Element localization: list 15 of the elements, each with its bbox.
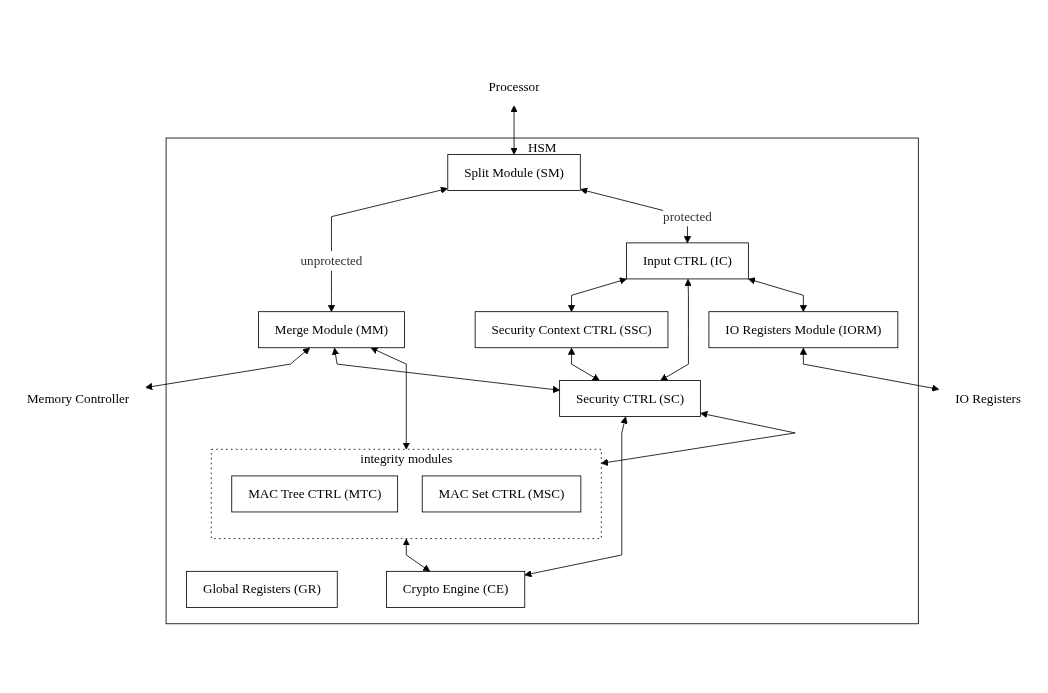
- node-text: Memory Controller: [26, 391, 130, 406]
- node-box: Input CTRL (IC): [626, 242, 749, 280]
- node-box: MAC Set CTRL (MSC): [421, 475, 582, 513]
- node-box: Security Context CTRL (SSC): [474, 311, 669, 349]
- node-box: Global Registers (GR): [186, 570, 338, 608]
- node-box: IO Registers Module (IORM): [708, 311, 899, 349]
- node-box: Crypto Engine (CE): [386, 570, 526, 608]
- node-box: MAC Tree CTRL (MTC): [231, 475, 399, 513]
- edge-label: protected: [663, 209, 712, 224]
- node-box: Split Module (SM): [447, 154, 581, 191]
- node-text: Processor: [488, 79, 540, 94]
- node-box: Security CTRL (SC): [559, 380, 701, 417]
- node-box: Merge Module (MM): [258, 311, 405, 349]
- edge-label: unprotected: [300, 253, 363, 268]
- node-text: IO Registers: [955, 391, 1022, 406]
